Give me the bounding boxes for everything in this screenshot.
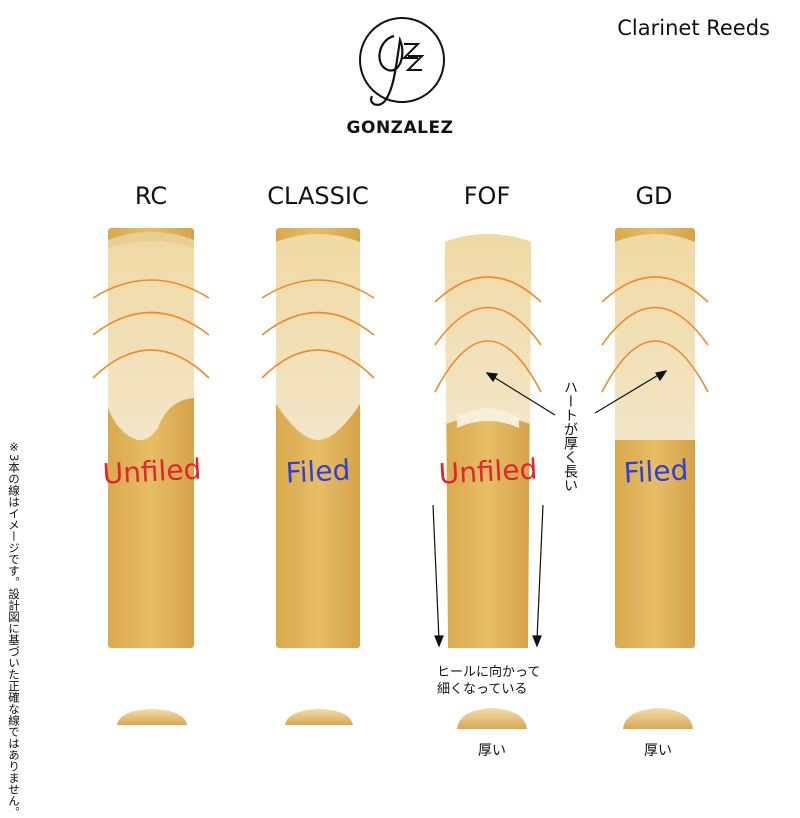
cross-section-fof [457, 708, 527, 729]
arc-fof-1 [434, 276, 542, 303]
cross-section-gd [623, 708, 693, 729]
arc-fof-2 [434, 306, 542, 346]
arc-rc-2 [92, 311, 210, 336]
arc-rc-3 [92, 349, 210, 379]
arc-gd-3 [601, 340, 709, 393]
arc-classic-1 [261, 279, 375, 299]
reed-label-classic: CLASSIC [267, 182, 369, 210]
reed-label-gd: GD [635, 182, 673, 210]
arc-fof-3 [434, 340, 542, 393]
thick-label-fof: 厚い [478, 743, 506, 759]
thick-label-gd: 厚い [644, 743, 672, 759]
heel-note-line1: ヒールに向かって [437, 665, 541, 680]
reed-label-rc: RC [134, 182, 168, 210]
heel-note: ヒールに向かって 細くなっている [437, 664, 567, 698]
gonzalez-logo-icon [359, 17, 445, 106]
reed-label-fof: FOF [463, 182, 511, 210]
reed-rc [108, 228, 194, 648]
arc-classic-3 [261, 349, 375, 379]
arc-gd-2 [601, 306, 709, 346]
page-title: Clarinet Reeds [617, 16, 770, 40]
heel-note-line2: 細くなっている [437, 682, 528, 697]
arc-classic-2 [261, 311, 375, 336]
cross-section-rc [117, 709, 187, 725]
annotation-overlay [92, 276, 709, 648]
side-note: ※3本の線はイメージです。設計図に基づいた正確な線ではありません。 [7, 440, 21, 818]
cross-section-classic [285, 709, 353, 725]
arc-rc-1 [92, 279, 210, 299]
reed-classic [276, 228, 360, 648]
brand-name: GONZALEZ [346, 118, 454, 138]
arc-gd-1 [601, 276, 709, 303]
heart-note: ハートが厚く長い [562, 380, 578, 492]
